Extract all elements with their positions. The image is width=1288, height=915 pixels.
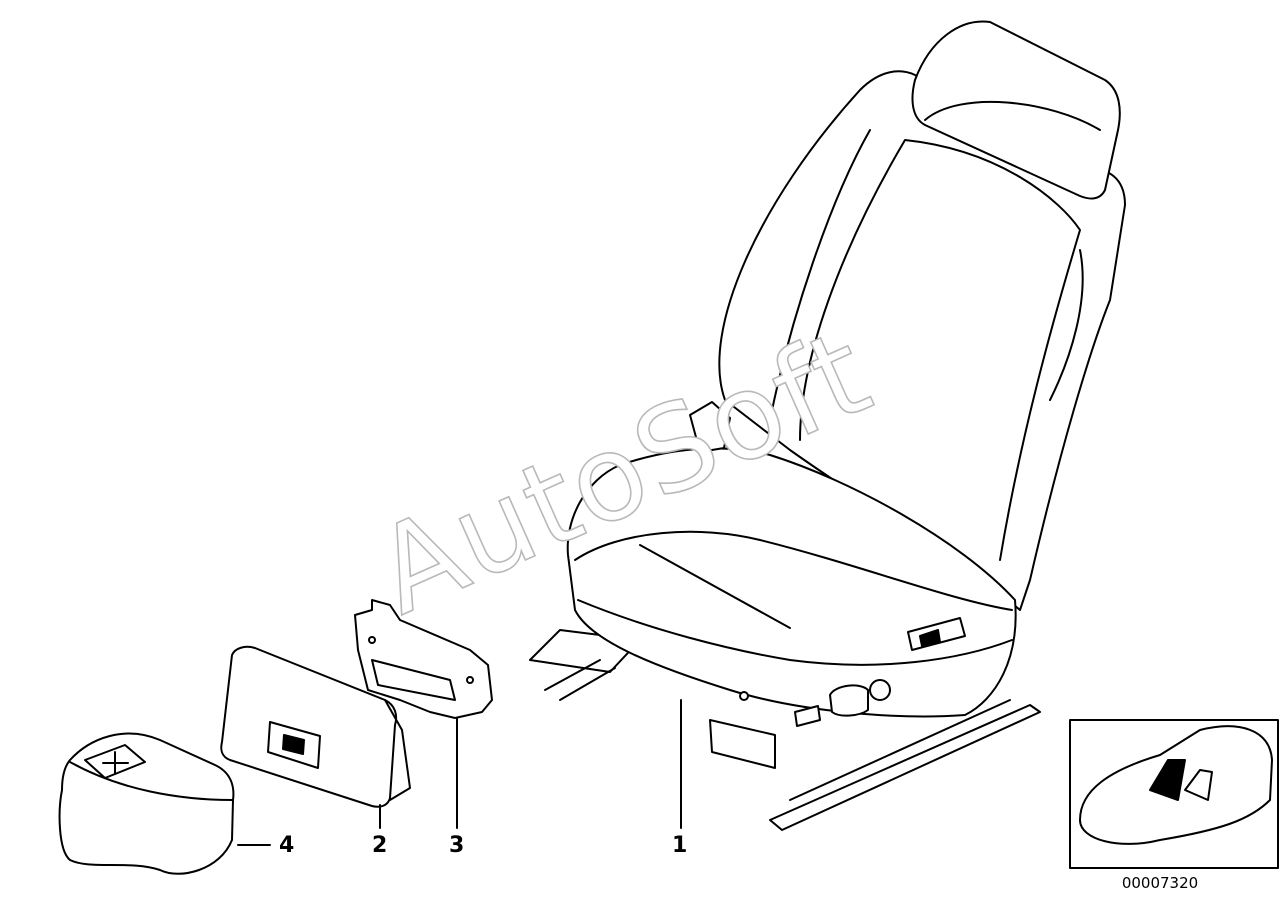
callout-part-3: 3 <box>449 833 465 858</box>
callout-part-2: 2 <box>372 833 388 858</box>
cover-drawing <box>220 645 411 829</box>
callout-part-4: 4 <box>279 833 295 858</box>
bracket-drawing <box>354 599 493 829</box>
first-aid-kit-drawing <box>58 732 271 875</box>
diagram-id: 00007320 <box>1121 874 1199 892</box>
callout-part-1: 1 <box>672 833 688 858</box>
locator-inset <box>1069 719 1279 869</box>
seat-drawing <box>529 20 1126 831</box>
